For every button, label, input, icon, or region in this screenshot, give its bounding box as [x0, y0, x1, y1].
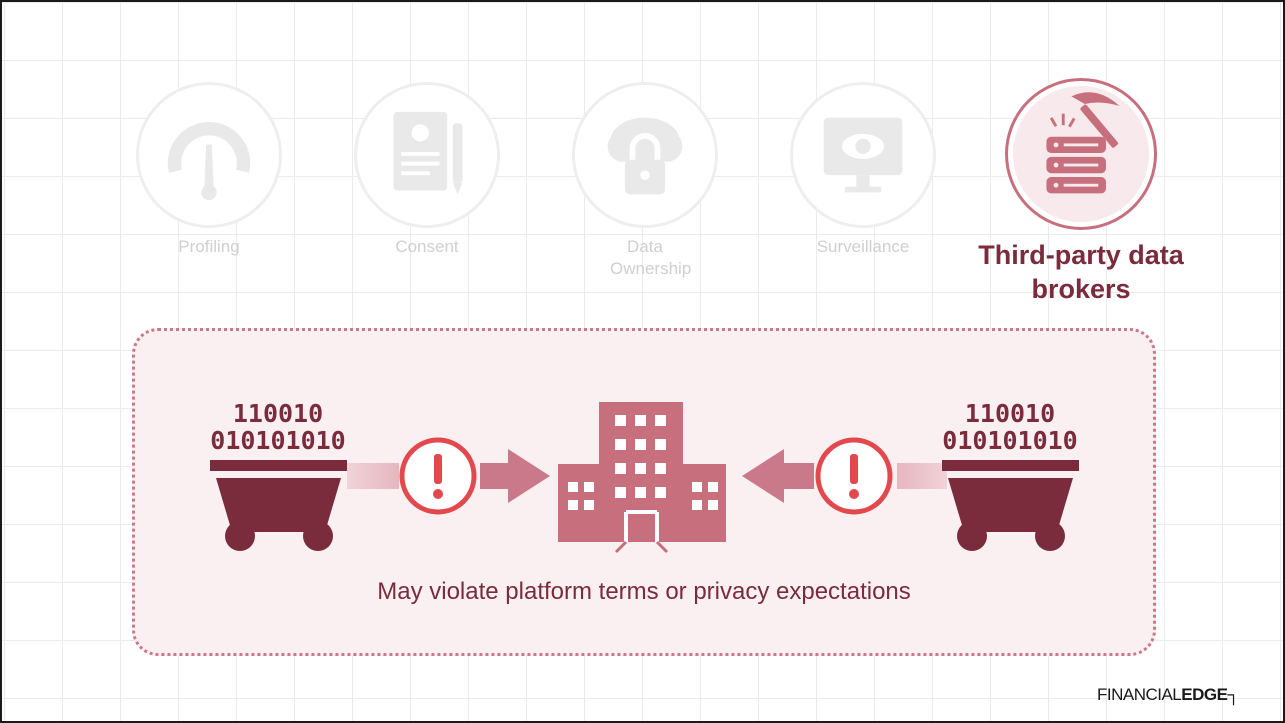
- topic-circle: [790, 82, 936, 228]
- mine-cart-icon: [942, 460, 1079, 551]
- topic-label-active: Third-party data brokers: [978, 240, 1184, 304]
- topic-label: Surveillance: [816, 237, 910, 256]
- office-building-icon: [558, 402, 726, 554]
- topic-label: Profiling: [178, 237, 240, 256]
- topic-label: Consent: [395, 237, 459, 256]
- left-flow-arrow: [347, 449, 550, 503]
- topic-label: Data Ownership: [610, 237, 692, 278]
- topic-circle-active: [1005, 78, 1157, 230]
- brand-part-2: EDGE: [1181, 685, 1228, 704]
- mine-cart-icon: [210, 460, 347, 551]
- right-flow-arrow: [742, 449, 947, 503]
- alert-icon: [815, 437, 893, 515]
- logo-corner-mark: ┐: [1227, 685, 1239, 704]
- topic-circle: [572, 82, 718, 228]
- pickaxe-server-icon: [1046, 92, 1120, 194]
- brand-part-1: FINANCIAL: [1096, 685, 1182, 704]
- speedometer-icon: [167, 122, 251, 201]
- binary-data-left: 110010 010101010: [210, 399, 346, 455]
- cloud-lock-icon: [607, 117, 683, 195]
- brand-logo: FINANCIALEDGE┐: [1096, 685, 1240, 705]
- monitor-eye-icon: [823, 117, 903, 193]
- topic-circle: [136, 82, 282, 228]
- alert-icon: [399, 437, 477, 515]
- diagram-caption: May violate platform terms or privacy ex…: [377, 578, 911, 605]
- document-pen-icon: [393, 111, 463, 195]
- topic-circle: [354, 82, 500, 228]
- binary-data-right: 110010 010101010: [942, 399, 1078, 455]
